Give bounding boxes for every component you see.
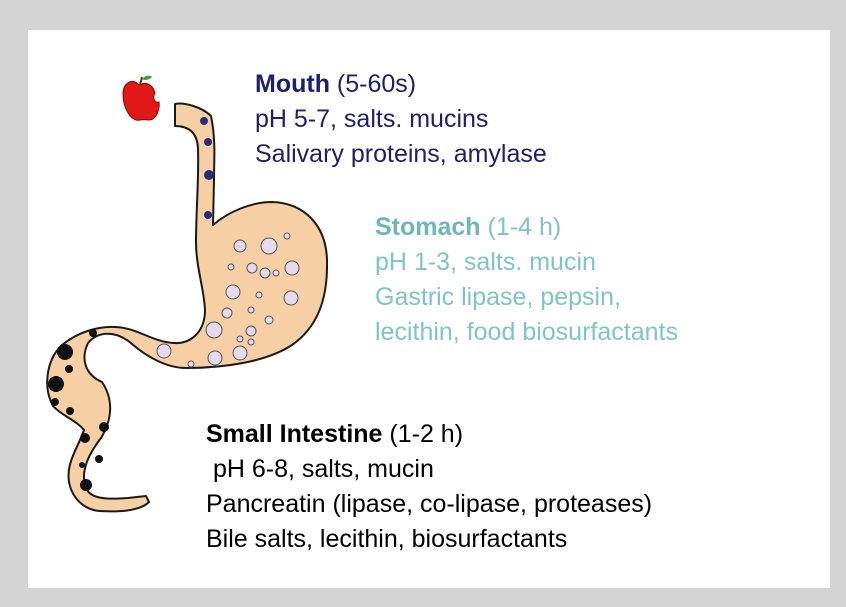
stomach-duration: (1-4 h) [481, 213, 562, 241]
mouth-info: Mouth (5-60s) pH 5-7, salts. mucins Sali… [255, 67, 547, 172]
small-intestine-duration: (1-2 h) [382, 420, 463, 448]
stomach-line-3: lecithin, food biosurfactants [375, 315, 678, 350]
small-intestine-line-1: pH 6-8, salts, mucin [206, 452, 652, 487]
mouth-line-1: pH 5-7, salts. mucins [255, 102, 547, 137]
diagram-panel: Mouth (5-60s) pH 5-7, salts. mucins Sali… [28, 30, 830, 588]
mouth-title: Mouth [255, 70, 330, 98]
mouth-line-2: Salivary proteins, amylase [255, 137, 547, 172]
small-intestine-heading: Small Intestine (1-2 h) [206, 417, 652, 452]
apple-icon [123, 76, 159, 121]
stomach-line-1: pH 1-3, salts. mucin [375, 245, 678, 280]
mouth-heading: Mouth (5-60s) [255, 67, 547, 102]
mouth-duration: (5-60s) [330, 70, 416, 98]
stomach-line-2: Gastric lipase, pepsin, [375, 280, 678, 315]
small-intestine-info: Small Intestine (1-2 h) pH 6-8, salts, m… [206, 417, 652, 557]
small-intestine-title: Small Intestine [206, 420, 382, 448]
stomach-heading: Stomach (1-4 h) [375, 210, 678, 245]
small-intestine-line-3: Bile salts, lecithin, biosurfactants [206, 522, 652, 557]
small-intestine-line-2: Pancreatin (lipase, co-lipase, proteases… [206, 487, 652, 522]
stomach-title: Stomach [375, 213, 481, 241]
stomach-info: Stomach (1-4 h) pH 1-3, salts. mucin Gas… [375, 210, 678, 350]
